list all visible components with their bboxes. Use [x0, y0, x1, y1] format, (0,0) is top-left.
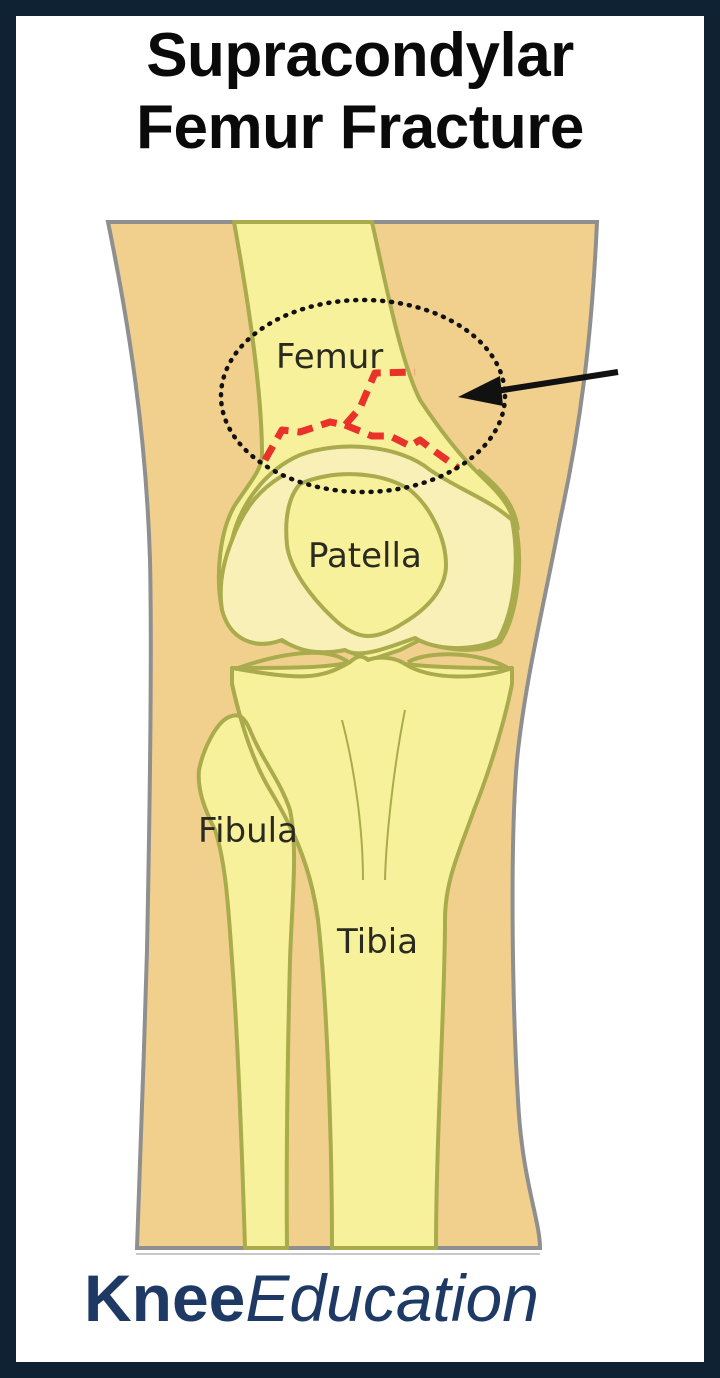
patella-bone: [284, 472, 448, 638]
fibula-bone: [196, 713, 297, 1250]
highlight-circle: [218, 297, 508, 495]
arrow-icon: [458, 369, 619, 406]
label-femur: Femur: [276, 337, 383, 377]
fracture-line: [261, 368, 461, 471]
diagram-title: Supracondylar Femur Fracture: [0, 20, 720, 164]
label-fibula: Fibula: [198, 811, 298, 851]
brand-education: Education: [245, 1261, 539, 1335]
menisci: [237, 650, 509, 670]
brand-knee: Knee: [84, 1261, 246, 1335]
tibial-plateau: [231, 660, 513, 679]
title-line-1: Supracondylar: [146, 21, 574, 90]
brand-logo: KneeEducation: [84, 1258, 539, 1338]
condyle-contour-left: [230, 474, 284, 541]
tibia-ridge-left: [341, 719, 364, 881]
tibia-ridge-right: [384, 709, 406, 881]
label-tibia: Tibia: [336, 922, 418, 962]
title-line-2: Femur Fracture: [136, 93, 584, 162]
condyle-contour-right: [476, 468, 520, 531]
label-patella: Patella: [308, 536, 422, 576]
tibia-lateral-edge: [230, 683, 320, 921]
